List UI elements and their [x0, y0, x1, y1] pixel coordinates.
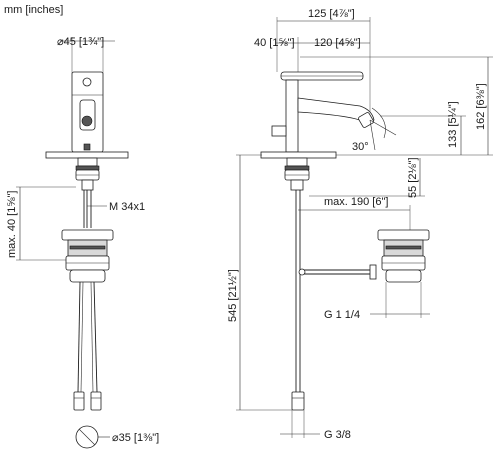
max-reach: max. 190 [6"] [324, 196, 388, 208]
front-top-diameter: ⌀45 [1¾"] [57, 36, 104, 48]
front-view: ⌀45 [1¾"] M 34x1 max. 40 [1⅝"] [6, 36, 159, 449]
units-note: mm [inches] [4, 4, 63, 16]
drain-body-front [69, 269, 106, 283]
hose-end-left [73, 391, 85, 411]
total-length: 545 [21½"] [227, 269, 239, 322]
drain-thread: G 1 1/4 [324, 309, 360, 321]
deck-plate-front [45, 151, 129, 159]
overall-width: 125 [4⅞"] [308, 8, 355, 20]
overall-height: 162 [6⅜"] [475, 83, 487, 130]
faucet-body-side [285, 79, 299, 153]
hose-end-right [90, 391, 102, 411]
drain-body-side [385, 269, 422, 283]
lever-pivot [82, 77, 92, 87]
below-deck-depth: 55 [2⅛"] [407, 157, 419, 198]
drain-flange-front [61, 229, 114, 241]
thread-label: M 34x1 [109, 201, 145, 213]
hose-end-side [291, 391, 305, 411]
front-button [83, 143, 91, 151]
front-max-height: max. 40 [1⅝"] [6, 191, 18, 259]
drain-flange-side [377, 229, 430, 241]
spout-angle: 30° [352, 141, 369, 153]
spout-height: 133 [5¼"] [447, 101, 459, 148]
side-view: 125 [4⅞"] 40 [1⅝"] 120 [4⅝"] 162 [6⅜"] 1… [227, 8, 493, 441]
spout-outlet [81, 115, 93, 127]
hose-thread: G 3/8 [324, 429, 351, 441]
spout-reach: 120 [4⅝"] [314, 37, 361, 49]
lever-offset: 40 [1⅝"] [254, 37, 295, 49]
deck-plate-side [260, 151, 337, 159]
front-bottom-diameter: ⌀35 [1⅜"] [112, 432, 159, 444]
